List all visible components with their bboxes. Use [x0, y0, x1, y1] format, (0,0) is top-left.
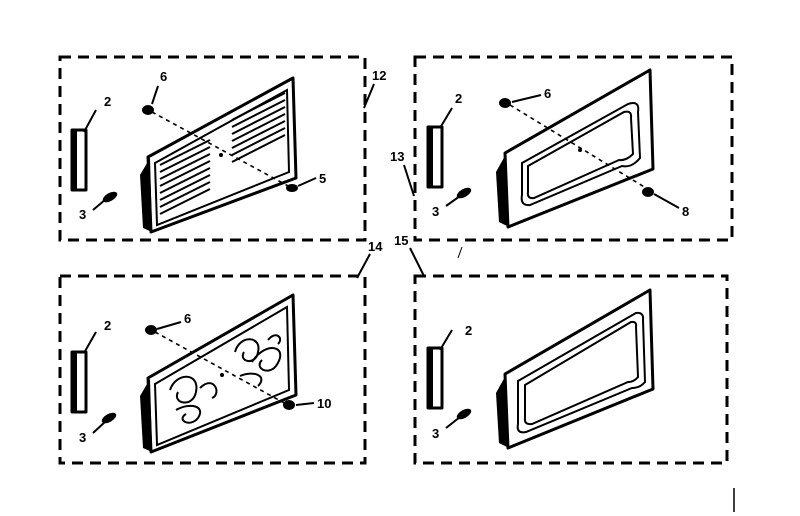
- kit-14-leader-10: [295, 402, 315, 406]
- kit-15-callout-2: 2: [465, 323, 472, 338]
- kit-15-callout-3: 3: [432, 426, 439, 441]
- kit-12-boundary: [58, 55, 367, 242]
- kit-14-group: 2 3 6 10 14: [58, 239, 383, 465]
- kit-13-leader-6: [511, 94, 542, 103]
- kit-14-callout-6: 6: [184, 311, 191, 326]
- kit-12-screw: [102, 191, 118, 203]
- kit-14-alignment-line: [154, 331, 287, 405]
- scan-speck: [457, 246, 463, 259]
- kit-14-ornamental-panel: [140, 293, 298, 454]
- kit-14-leader-6: [156, 321, 182, 330]
- kit-13-screw-top: [499, 98, 511, 108]
- kit-13-leader-13: [403, 164, 415, 197]
- kit-13-alignment-line: [509, 104, 647, 189]
- kit-15-boundary: [413, 274, 729, 465]
- kit-13-screw-right: [642, 187, 654, 197]
- kit-14-screw-right: [283, 400, 295, 410]
- kit-12-screw-top: [142, 105, 154, 115]
- kit-14-boundary: [58, 274, 367, 465]
- kit-14-screw-top: [145, 325, 157, 335]
- kit-13-callout-2: 2: [455, 91, 462, 106]
- kit-12-leader-5: [297, 177, 317, 187]
- kit-13-leader-2: [439, 107, 453, 129]
- kit-12-leader-3: [92, 198, 107, 211]
- kit-13-leader-8: [653, 193, 680, 209]
- kit-14-scroll-ornament: [169, 334, 282, 424]
- kit-12-side-trim: [70, 128, 88, 192]
- kit-12-group: 2 3 6 5 12: [58, 55, 386, 242]
- kit-13-callout-8: 8: [682, 204, 689, 219]
- kit-13-framed-panel: [496, 68, 655, 229]
- kit-13-callout-6: 6: [544, 86, 551, 101]
- kit-12-callout-2: 2: [104, 94, 111, 109]
- kit-15-side-trim: [426, 346, 444, 410]
- kit-13-callout-3: 3: [432, 204, 439, 219]
- kit-12-leader-12: [363, 83, 375, 109]
- kit-15-callout-15: 15: [394, 233, 408, 248]
- kit-15-leader-2: [439, 329, 453, 351]
- kit-14-side-trim: [70, 350, 88, 414]
- kit-15-leader-15: [409, 247, 425, 277]
- kit-12-leader-2: [83, 109, 97, 133]
- kit-12-callout-3: 3: [79, 207, 86, 222]
- kit-12-louvered-panel: [140, 76, 298, 234]
- kit-12-callout-5: 5: [319, 171, 326, 186]
- kit-15-group: 2 3 15: [394, 233, 729, 465]
- kit-14-callout-14: 14: [368, 239, 383, 254]
- kit-13-boundary: [413, 55, 734, 242]
- kit-14-callout-2: 2: [104, 318, 111, 333]
- kit-13-group: 2 3 6 8 13: [390, 55, 734, 242]
- kit-15-screw: [456, 408, 472, 420]
- kit-15-framed-panel: [496, 288, 655, 450]
- kit-12-callout-6: 6: [160, 69, 167, 84]
- kit-12-left-louvers: [159, 139, 211, 215]
- kit-14-callout-3: 3: [79, 430, 86, 445]
- kit-13-screw: [456, 187, 472, 199]
- kit-13-callout-13: 13: [390, 149, 404, 164]
- kit-14-leader-14: [356, 253, 371, 279]
- kit-12-right-louvers: [231, 92, 286, 163]
- kit-14-callout-10: 10: [317, 396, 331, 411]
- kit-12-callout-12: 12: [372, 68, 386, 83]
- kit-14-leader-2: [83, 331, 97, 354]
- kit-14-leader-3: [92, 420, 107, 434]
- kit-13-leader-3: [445, 195, 461, 207]
- kit-13-side-trim: [426, 125, 444, 189]
- kit-15-leader-3: [445, 416, 461, 429]
- kit-12-alignment-line: [151, 111, 291, 188]
- kit-12-leader-6: [151, 85, 159, 105]
